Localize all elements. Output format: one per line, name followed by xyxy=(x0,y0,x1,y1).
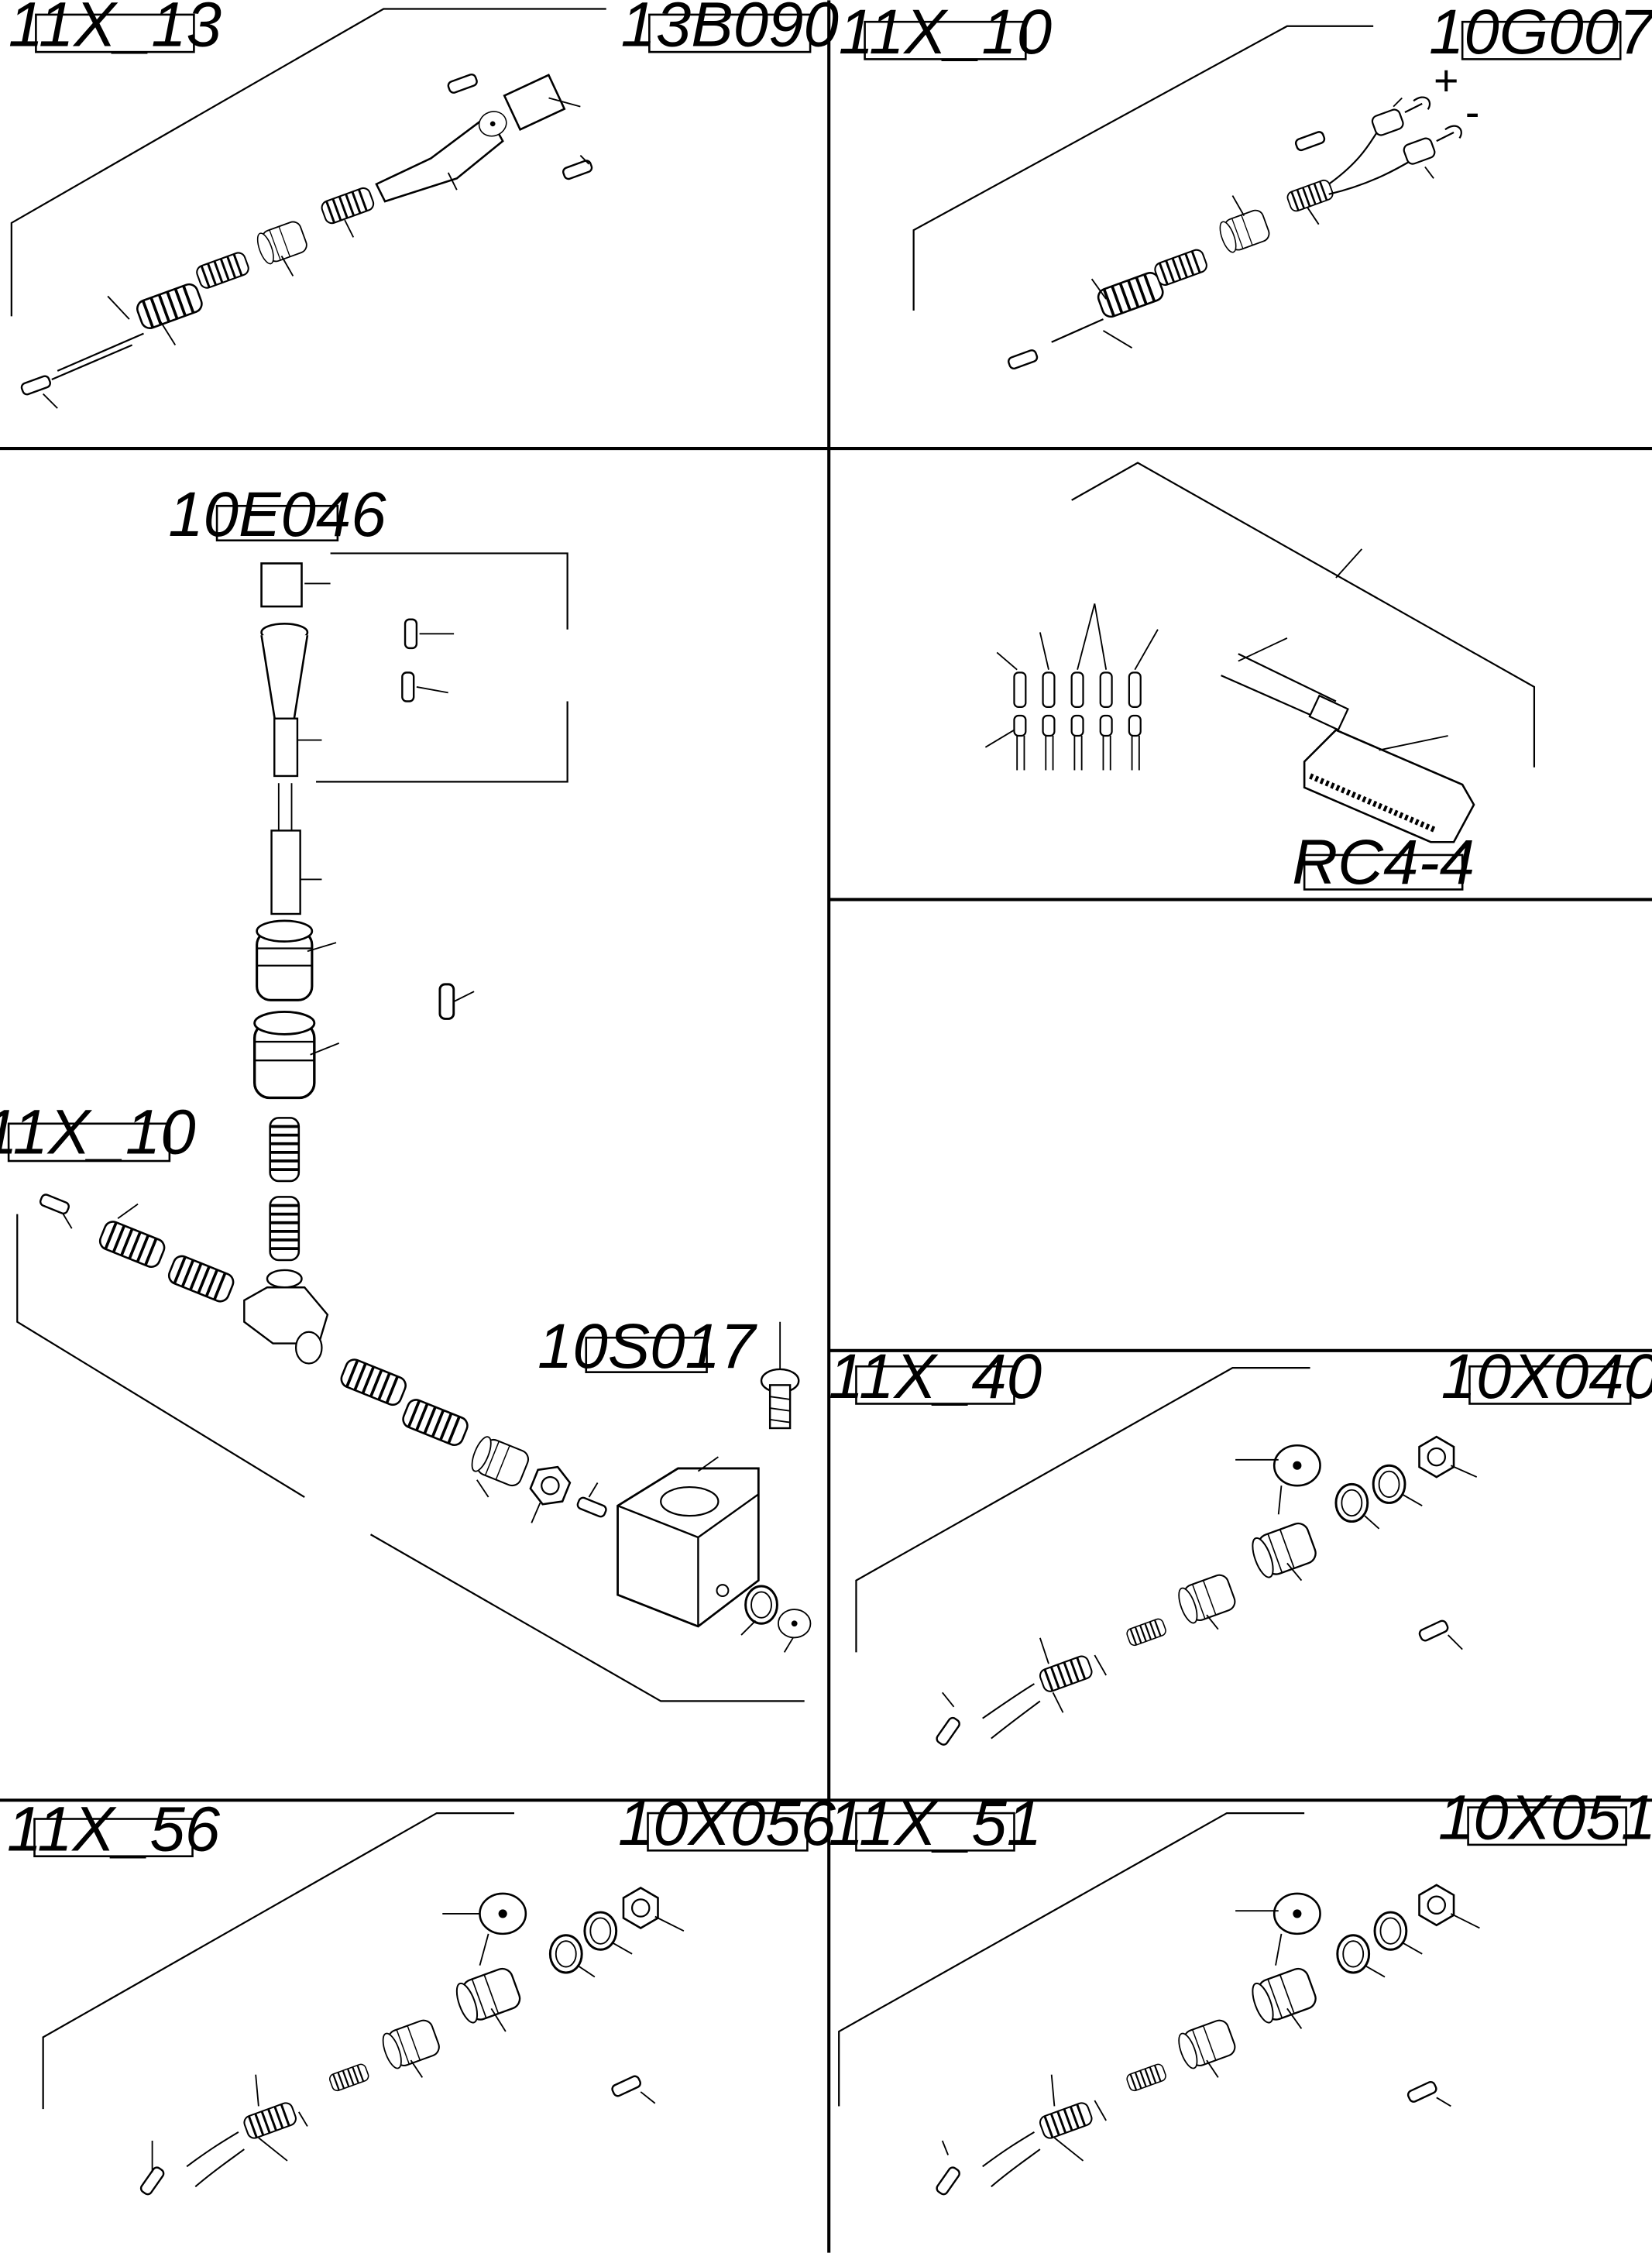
spring xyxy=(268,1116,301,1183)
sub-assembly-code: 10E046 xyxy=(168,479,386,550)
pin xyxy=(404,618,418,650)
pin xyxy=(401,671,415,702)
cap xyxy=(1272,1444,1321,1487)
crimp-sleeve xyxy=(1037,2100,1095,2141)
spring xyxy=(327,2062,371,2093)
group-code-label: 11X_56 xyxy=(7,1794,221,1864)
spring-sleeve xyxy=(1094,269,1167,321)
cable-gland xyxy=(318,184,377,227)
part-code-label: 10G007 xyxy=(1429,0,1652,67)
screw xyxy=(760,1321,800,1430)
small-pin xyxy=(446,72,479,95)
lock-nut xyxy=(525,1459,575,1512)
spare-pin xyxy=(1417,1618,1451,1643)
hex-nut xyxy=(622,1887,659,1929)
part-code-label: 13B090 xyxy=(621,0,839,60)
spring-3 xyxy=(337,1355,410,1409)
hex-nut xyxy=(1418,1884,1455,1927)
small-pin xyxy=(1293,129,1327,153)
o-ring xyxy=(1336,1934,1371,1974)
part-code-label: 10X051 xyxy=(1438,1782,1652,1853)
washer xyxy=(1372,1464,1406,1504)
spring-4 xyxy=(399,1396,472,1449)
spring-2 xyxy=(268,1195,301,1262)
group-code-label: 11X_40 xyxy=(829,1341,1042,1412)
panel-11x13: 11X_13 13B090 xyxy=(9,0,839,409)
end-cap xyxy=(778,1609,812,1639)
spare-pin xyxy=(610,2073,643,2099)
pin-contact xyxy=(1006,348,1039,371)
threaded-bushing xyxy=(1247,1520,1320,1581)
pin-contact xyxy=(19,373,53,397)
threaded-bushing xyxy=(1247,1965,1320,2026)
connector-body xyxy=(1174,2017,1238,2072)
small-pin xyxy=(575,1495,609,1520)
spring-sleeve xyxy=(133,280,206,332)
panel-11x56: 11X_56 10X056 xyxy=(7,1788,836,2197)
cap xyxy=(1272,1892,1321,1935)
seal-ring xyxy=(744,1585,778,1625)
contact-pin xyxy=(38,1192,71,1216)
locking-pin xyxy=(438,983,455,1020)
polarity-plus: + xyxy=(1434,57,1458,105)
o-ring xyxy=(548,1934,583,1974)
spring-2 xyxy=(165,1252,238,1306)
connector-body xyxy=(253,218,310,266)
connector-body xyxy=(1174,1571,1238,1626)
polarity-minus: - xyxy=(1465,88,1480,136)
crimp-sleeve xyxy=(1037,1653,1095,1695)
panel-assembly-main: 10E046 11X_10 10S017 xyxy=(0,479,812,1702)
o-ring xyxy=(1334,1482,1369,1523)
sub-assembly-code: 10S017 xyxy=(538,1311,757,1382)
contact-pin xyxy=(934,2165,963,2197)
group-code-label: 11X_10 xyxy=(0,1097,196,1168)
junction-box xyxy=(616,1456,760,1628)
cable-gland xyxy=(1284,177,1336,214)
hex-nut xyxy=(1418,1435,1455,1479)
spring-sleeve-2 xyxy=(1152,246,1210,288)
washer xyxy=(583,1911,618,1951)
spring xyxy=(1125,1616,1169,1648)
contact-pin xyxy=(934,1715,963,1748)
part-code-label: 10X056 xyxy=(618,1788,836,1859)
panel-rc4-4: RC4-4 xyxy=(984,462,1536,898)
cable-gland xyxy=(256,919,314,1001)
spring xyxy=(96,1218,169,1271)
contact-row xyxy=(1013,671,1142,737)
panel-11x10-top: 11X_10 10G007 + - xyxy=(839,0,1652,371)
connector-body xyxy=(378,2017,443,2072)
group-code-label: 11X_10 xyxy=(839,0,1052,67)
group-code-label: 11X_51 xyxy=(829,1788,1042,1859)
cap xyxy=(479,1892,527,1935)
washer xyxy=(1373,1911,1408,1951)
panel-11x51: 11X_51 10X051 xyxy=(829,1782,1652,2197)
crimp-sleeve xyxy=(241,2100,299,2141)
adapter-nut xyxy=(252,1010,316,1100)
part-code-label: 10X040 xyxy=(1441,1341,1652,1412)
threaded-bushing xyxy=(452,1965,524,2026)
group-code-label: 11X_13 xyxy=(9,0,222,60)
spare-pin xyxy=(1406,2080,1439,2104)
spring-sleeve-2 xyxy=(194,249,252,291)
panel-11x40: 11X_40 10X040 xyxy=(829,1341,1652,1748)
spring xyxy=(1125,2062,1169,2093)
